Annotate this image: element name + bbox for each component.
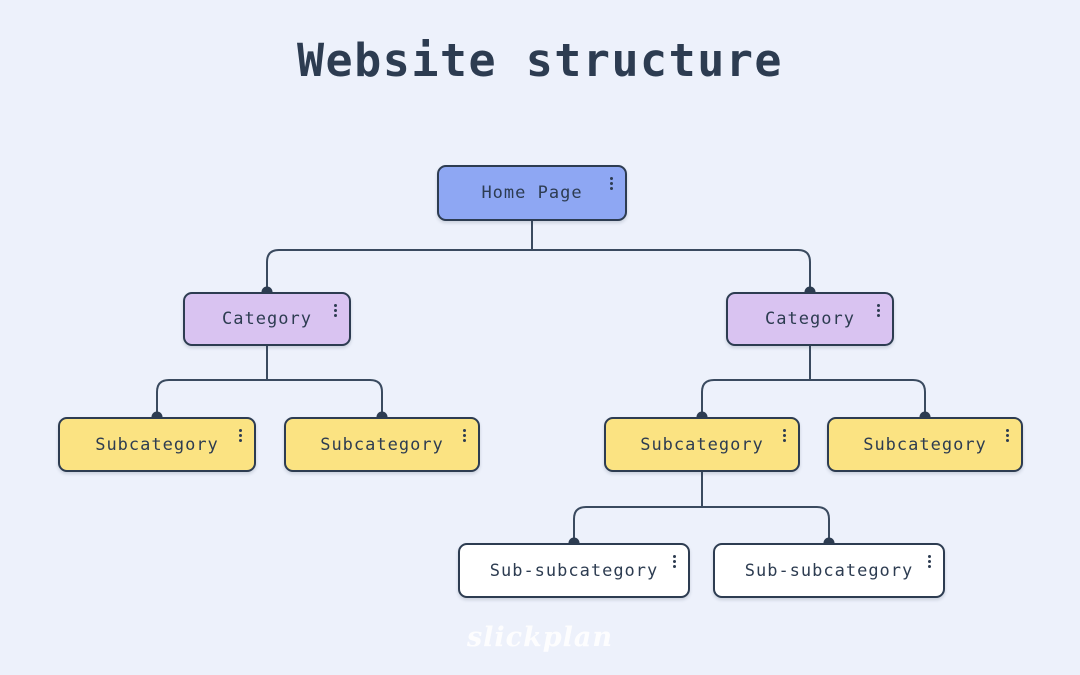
- node-label: Subcategory: [640, 434, 764, 455]
- node-subcategory-3[interactable]: Subcategory: [604, 417, 800, 472]
- node-label: Sub-subcategory: [744, 560, 914, 581]
- connector-category-left-to-subcategories: [156, 346, 383, 417]
- node-subcategory-2[interactable]: Subcategory: [284, 417, 480, 472]
- kebab-menu-icon[interactable]: [928, 555, 931, 558]
- node-home-page[interactable]: Home Page: [437, 165, 627, 221]
- kebab-menu-icon[interactable]: [610, 177, 613, 180]
- node-label: Home Page: [481, 183, 583, 203]
- node-sub-subcategory-1[interactable]: Sub-subcategory: [458, 543, 690, 598]
- kebab-menu-icon[interactable]: [463, 429, 466, 432]
- kebab-menu-icon[interactable]: [239, 429, 242, 432]
- node-label: Subcategory: [95, 434, 219, 455]
- kebab-menu-icon[interactable]: [334, 304, 337, 307]
- connector-category-right-to-subcategories: [701, 346, 926, 417]
- diagram-title: Website structure: [296, 34, 784, 87]
- node-label: Subcategory: [320, 434, 444, 455]
- node-label: Sub-subcategory: [489, 560, 659, 581]
- node-sub-subcategory-2[interactable]: Sub-subcategory: [713, 543, 945, 598]
- node-label: Category: [222, 309, 312, 329]
- kebab-menu-icon[interactable]: [877, 304, 880, 307]
- connector-home-to-categories: [266, 221, 811, 292]
- connector-subcategory-to-subsubcategories: [573, 472, 830, 543]
- kebab-menu-icon[interactable]: [673, 555, 676, 558]
- node-subcategory-4[interactable]: Subcategory: [827, 417, 1023, 472]
- node-category-right[interactable]: Category: [726, 292, 894, 346]
- slickplan-watermark-logo: slickplan: [466, 622, 614, 653]
- kebab-menu-icon[interactable]: [1006, 429, 1009, 432]
- kebab-menu-icon[interactable]: [783, 429, 786, 432]
- node-label: Category: [765, 309, 855, 329]
- node-category-left[interactable]: Category: [183, 292, 351, 346]
- node-label: Subcategory: [863, 434, 987, 455]
- node-subcategory-1[interactable]: Subcategory: [58, 417, 256, 472]
